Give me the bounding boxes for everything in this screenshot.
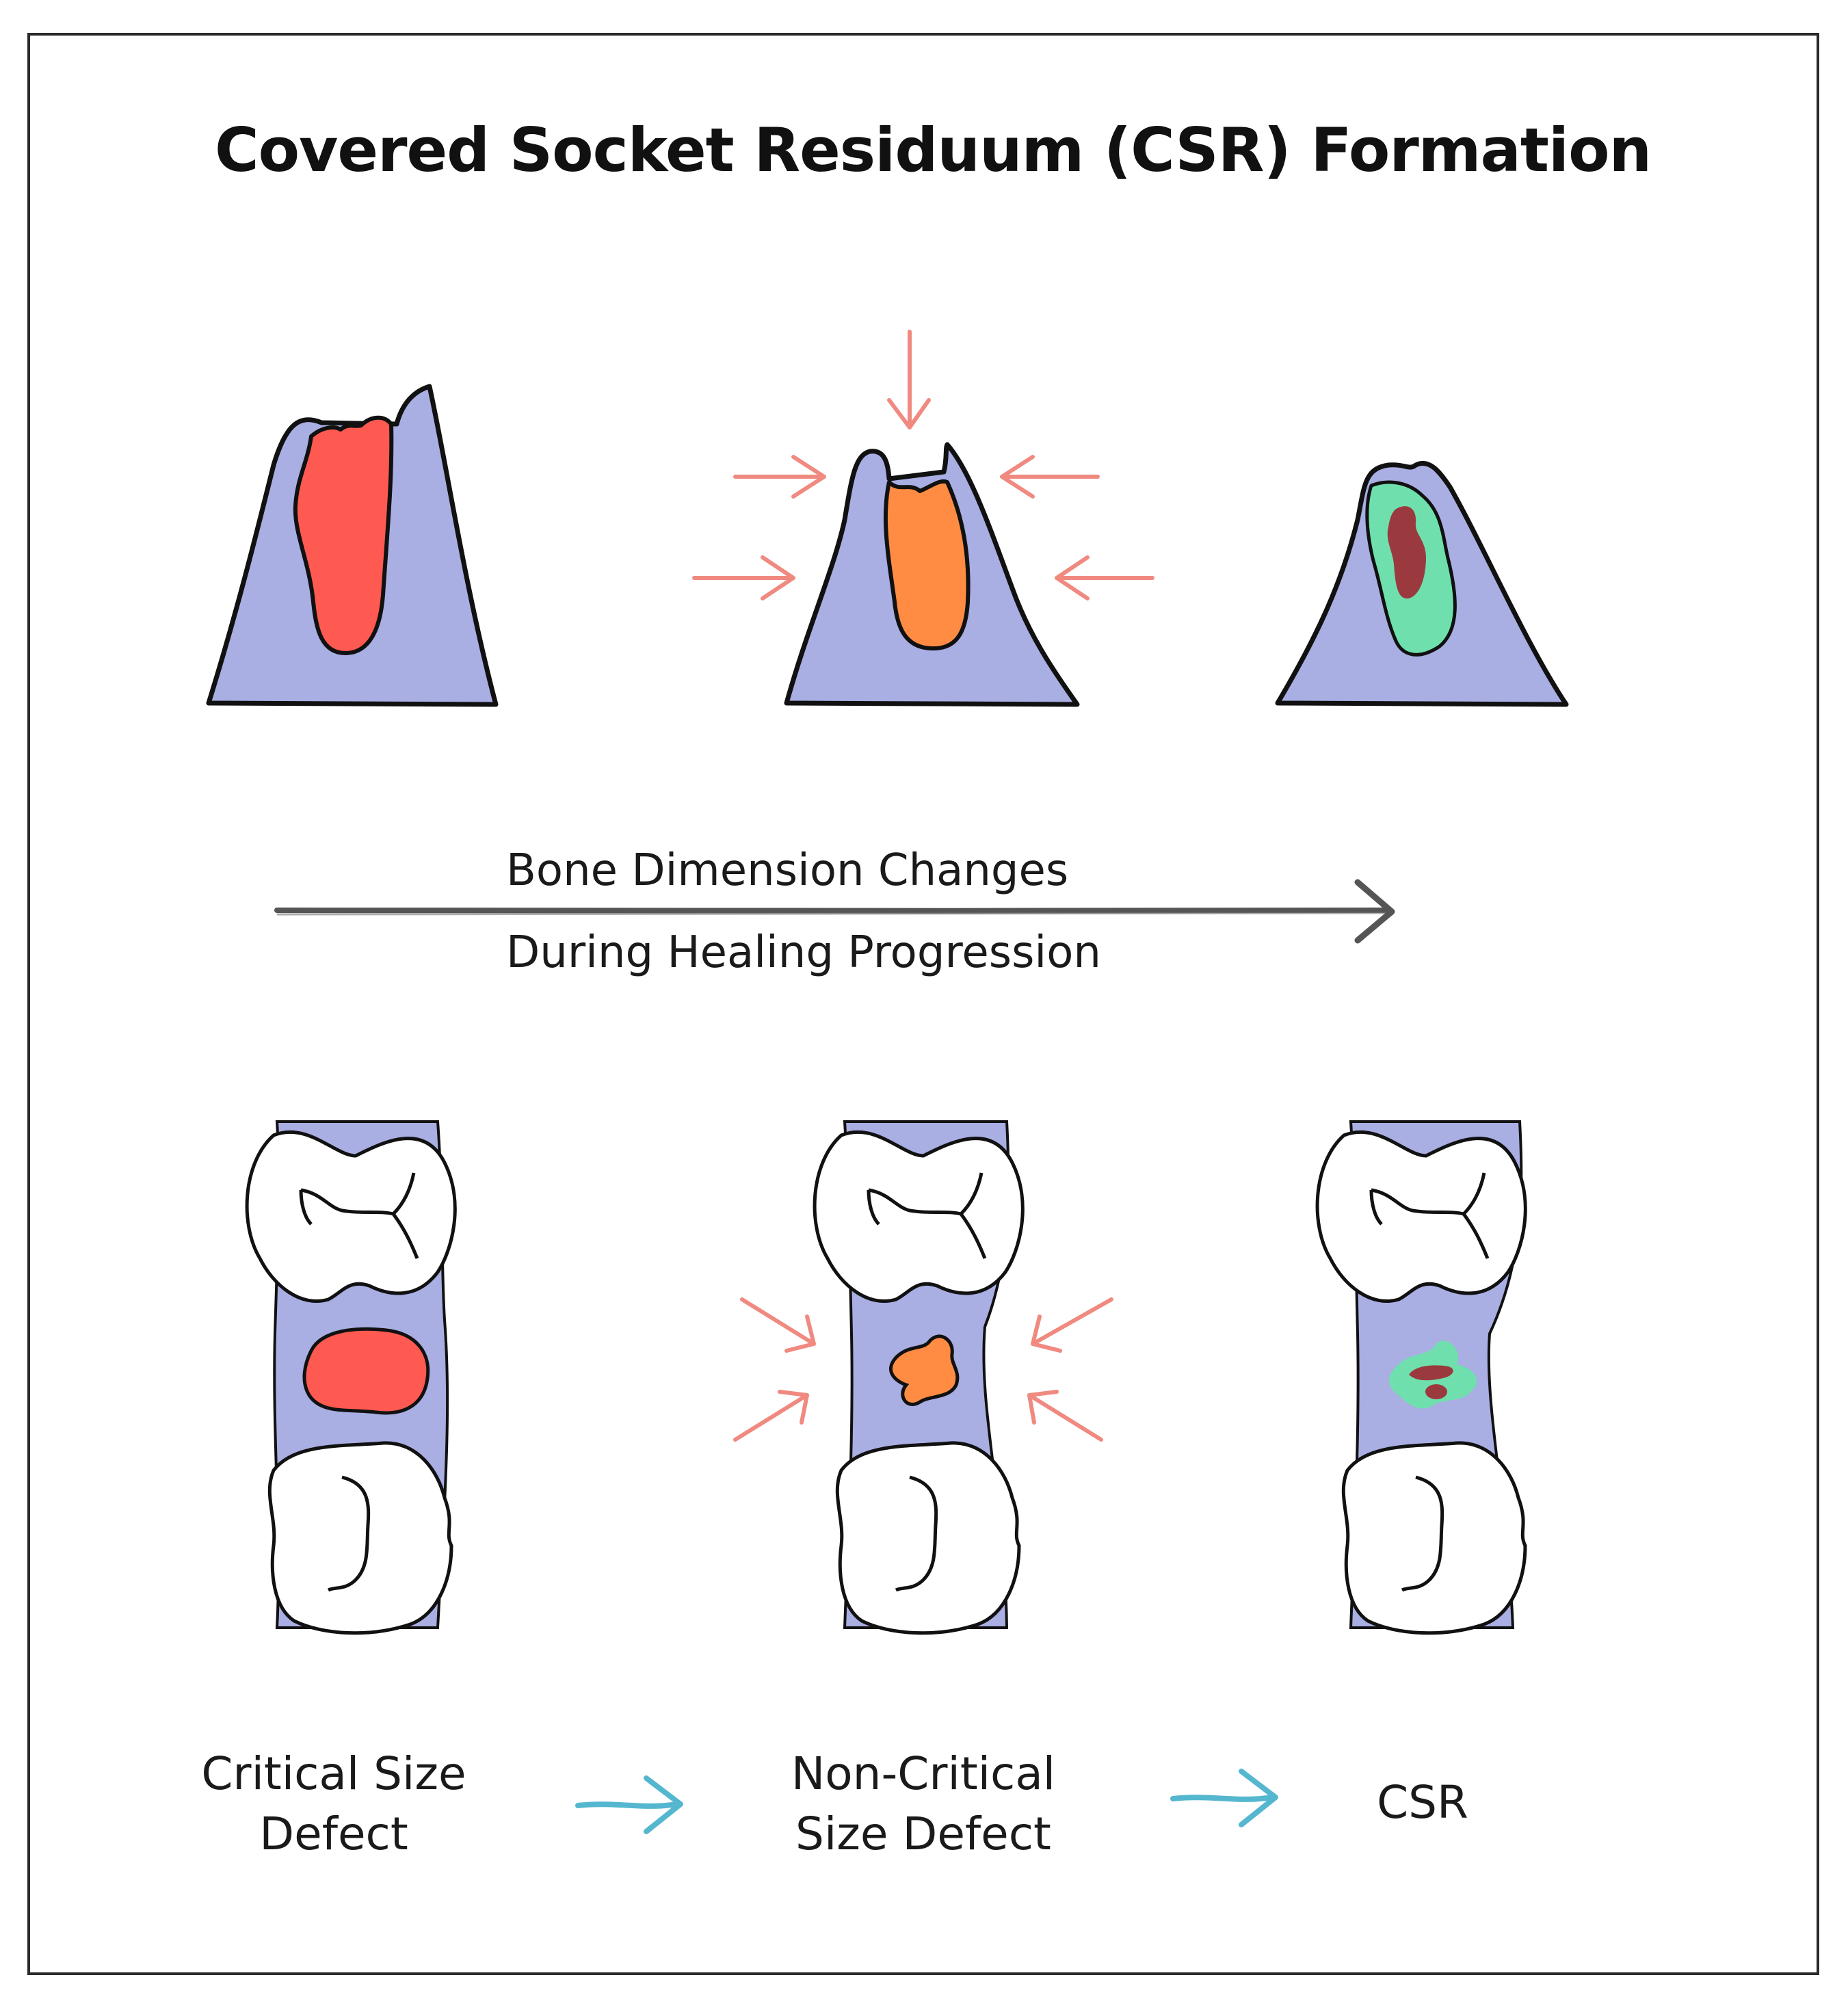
arrow-right-icon <box>692 555 795 600</box>
tooth-fissure <box>1401 1475 1444 1592</box>
occlusal-view-critical <box>245 1120 457 1635</box>
compression-arrows <box>733 1297 1113 1442</box>
stage-label-csr: CSR <box>1217 1773 1628 1833</box>
arrow-up-right-icon <box>733 1390 809 1442</box>
stage-label-line: CSR <box>1377 1776 1468 1829</box>
tooth-fissure <box>299 1172 419 1259</box>
progress-arrow-right-icon <box>1170 1769 1278 1827</box>
arrow-down-left-icon <box>1031 1297 1113 1353</box>
non-critical-defect-area <box>889 1334 960 1406</box>
progress-arrow-right-icon <box>575 1775 683 1834</box>
arrow-left-icon <box>1055 555 1154 600</box>
figure-frame <box>27 33 1819 1975</box>
stage-label-line: Non-Critical <box>791 1747 1056 1800</box>
figure-title: Covered Socket Residuum (CSR) Formation <box>215 115 1652 185</box>
stage-label-line: Defect <box>259 1808 408 1860</box>
non-critical-defect-area <box>883 479 971 651</box>
cross-section-csr <box>1275 460 1569 707</box>
stage-label-line: Critical Size <box>201 1747 466 1800</box>
stage-label-line: Size Defect <box>795 1808 1051 1860</box>
tooth-fissure <box>895 1475 938 1592</box>
arrowhead-icon <box>1354 879 1395 944</box>
occlusal-view-non-critical <box>733 1120 1113 1635</box>
molar-tooth-lower <box>835 1441 1021 1635</box>
stage-label-critical: Critical Size Defect <box>129 1744 539 1864</box>
arrow-down-icon <box>887 330 931 429</box>
csr-core-area <box>1387 506 1426 599</box>
critical-defect-area <box>293 415 394 655</box>
compression-arrows <box>692 330 1154 600</box>
molar-tooth-lower <box>1341 1441 1527 1635</box>
arrow-left-icon <box>1000 455 1100 499</box>
csr-core-area <box>1425 1384 1447 1399</box>
timeline-arrow <box>274 879 1395 944</box>
critical-defect-area <box>302 1327 430 1415</box>
timeline-label-bottom: During Healing Progression <box>506 927 1101 978</box>
arrow-up-left-icon <box>1027 1390 1103 1442</box>
tooth-fissure <box>327 1475 371 1592</box>
csr-core-area <box>1409 1365 1453 1381</box>
molar-tooth-lower <box>267 1441 453 1635</box>
stage-label-non-critical: Non-Critical Size Defect <box>718 1744 1128 1864</box>
timeline-label-top: Bone Dimension Changes <box>506 845 1069 896</box>
tooth-fissure <box>1369 1172 1490 1259</box>
tooth-fissure <box>867 1172 987 1259</box>
cross-section-non-critical <box>692 330 1154 707</box>
cross-section-critical <box>206 384 499 707</box>
molar-tooth-upper <box>813 1130 1025 1303</box>
molar-tooth-upper <box>245 1130 457 1303</box>
molar-tooth-upper <box>1315 1130 1527 1303</box>
arrow-down-right-icon <box>740 1297 816 1353</box>
occlusal-view-csr <box>1315 1120 1527 1635</box>
arrow-right-icon <box>733 455 826 499</box>
